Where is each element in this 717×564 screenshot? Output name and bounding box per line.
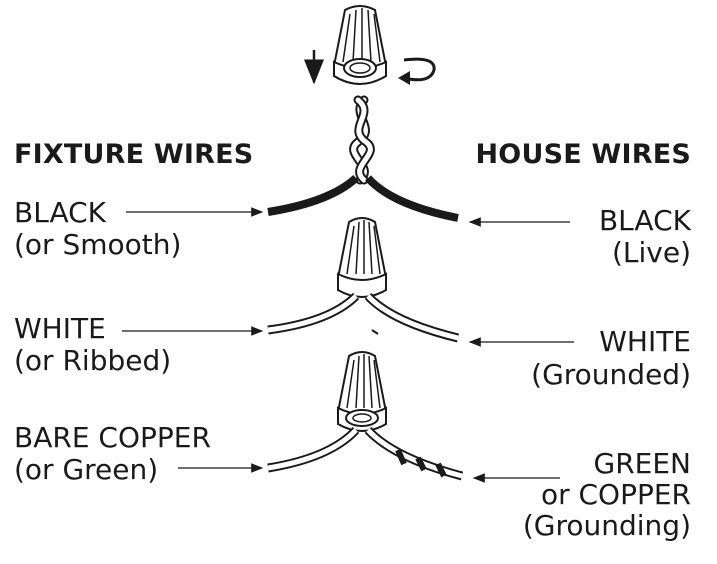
white-wires <box>267 292 460 343</box>
fixture-black-label: BLACK <box>14 196 107 229</box>
house-white-sublabel: (Grounded) <box>531 358 691 391</box>
white-wire-nut-icon <box>336 217 388 298</box>
fixture-ground-label: BARE COPPER <box>14 421 211 454</box>
fixture-white-sublabel: (or Ribbed) <box>14 344 172 377</box>
black-wires <box>267 174 459 222</box>
ground-wires <box>267 426 464 481</box>
house-ground-sublabel: or COPPER <box>540 478 691 511</box>
house-white-label: WHITE <box>599 325 691 358</box>
fixture-wires-heading: FIXTURE WIRES <box>14 139 254 170</box>
house-wires-heading: HOUSE WIRES <box>475 139 691 170</box>
house-black-sublabel: (Live) <box>611 236 691 269</box>
house-black-label: BLACK <box>598 204 691 237</box>
fixture-black-sublabel: (or Smooth) <box>14 228 182 261</box>
top-wire-nut-icon <box>332 5 388 85</box>
house-ground-note: (Grounding) <box>522 509 691 542</box>
house-ground-label: GREEN <box>593 447 691 480</box>
fixture-white-label: WHITE <box>14 312 106 345</box>
ground-wire-nut-icon <box>336 351 388 432</box>
fixture-ground-sublabel: (or Green) <box>14 453 159 486</box>
twisted-wires <box>349 95 375 185</box>
twist-arrow-icon <box>398 57 436 85</box>
